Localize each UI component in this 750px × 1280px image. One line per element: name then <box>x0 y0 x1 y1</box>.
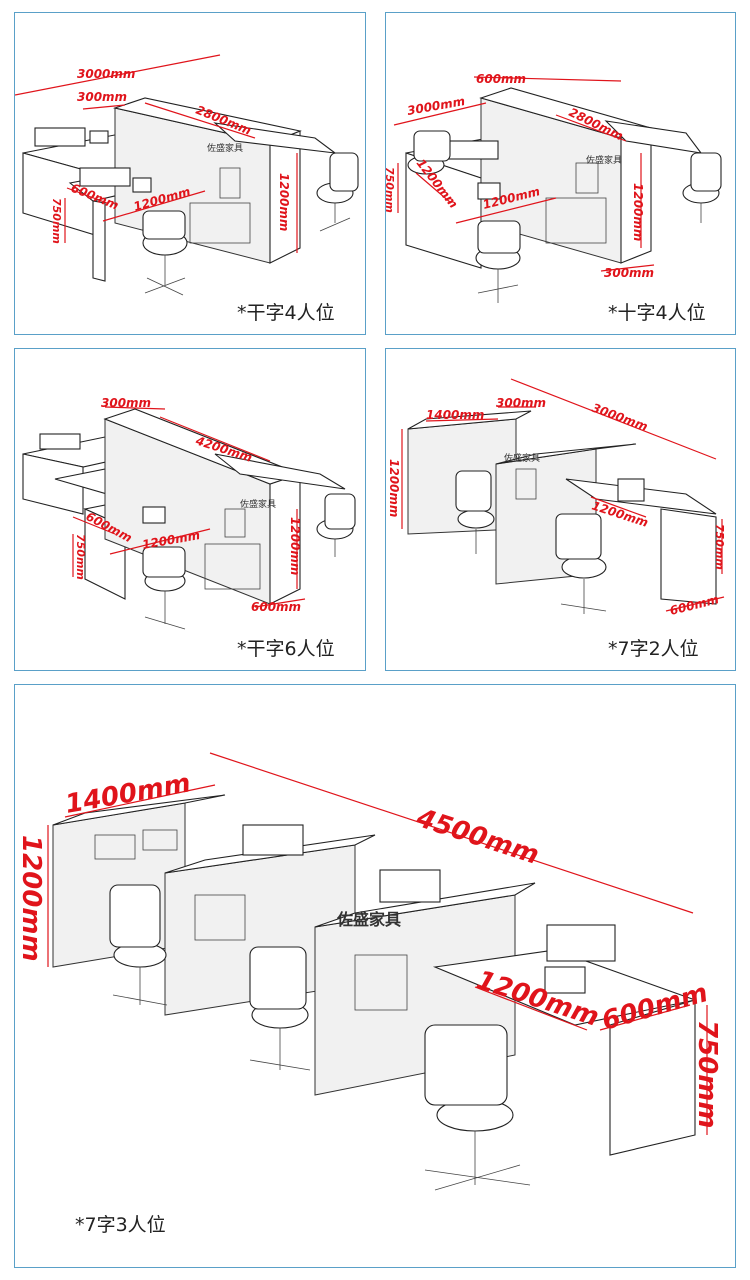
dim-desk-height: 750mm <box>692 1020 722 1128</box>
panel-caption: *干字4人位 <box>237 302 335 324</box>
dim-width: 3000mm <box>77 67 135 81</box>
chair-icon <box>142 210 188 296</box>
chair-icon <box>316 493 356 557</box>
chair-icon <box>475 220 521 303</box>
dim-height: 1200mm <box>288 517 302 575</box>
brand-label: 佐盛家具 <box>240 498 276 510</box>
chair-icon <box>555 513 607 614</box>
dim-height: 1200mm <box>387 459 401 517</box>
desk-sketch-2: 600mm 3000mm 2800mm 750mm 1200mm 1200mm … <box>386 72 722 303</box>
brand-label: 佐盛家具 <box>336 910 401 929</box>
dim-depth: 600mm <box>476 72 526 86</box>
chair-icon <box>142 546 186 630</box>
panel-caption: *7字3人位 <box>75 1214 166 1236</box>
product-panel-4: 1400mm 300mm 3000mm 1200mm 1200mm 750mm … <box>385 348 736 671</box>
product-panel-3: 300mm 4200mm 600mm 750mm 1200mm 1200mm 6… <box>14 348 366 671</box>
dim-height: 1200mm <box>16 835 46 962</box>
dim-desk-height: 750mm <box>50 198 63 244</box>
dim-length: 4500mm <box>412 803 543 871</box>
desk-sketch-3: 300mm 4200mm 600mm 750mm 1200mm 1200mm 6… <box>22 396 356 630</box>
desk-sketch-4: 1400mm 300mm 3000mm 1200mm 1200mm 750mm … <box>387 378 726 618</box>
dim-desk-height: 750mm <box>386 167 396 213</box>
dim-width: 1400mm <box>426 408 484 422</box>
dim-length: 3000mm <box>590 401 650 434</box>
dim-desk-height: 750mm <box>713 524 726 570</box>
dim-depth: 300mm <box>496 396 546 410</box>
product-panel-1: 3000mm 300mm 2800mm 1200mm 600mm 750mm 1… <box>14 12 366 335</box>
panel-caption: *7字2人位 <box>608 638 699 660</box>
dim-height: 1200mm <box>631 183 645 241</box>
brand-label: 佐盛家具 <box>504 452 540 464</box>
chair-icon <box>682 152 722 223</box>
dim-desk-height: 750mm <box>74 534 87 580</box>
chair-icon <box>249 946 311 1071</box>
chair-icon <box>455 470 495 554</box>
chair-icon <box>407 130 451 175</box>
dim-depth: 300mm <box>101 396 151 410</box>
dim-depth: 300mm <box>77 90 127 104</box>
product-panel-2: 600mm 3000mm 2800mm 750mm 1200mm 1200mm … <box>385 12 736 335</box>
panel-caption: *干字6人位 <box>237 638 335 660</box>
chair-icon <box>316 152 359 232</box>
dim-height: 1200mm <box>277 173 291 231</box>
desk-sketch-1: 3000mm 300mm 2800mm 1200mm 600mm 750mm 1… <box>15 54 359 296</box>
chair-icon <box>109 884 168 1006</box>
dim-cabinet-depth: 300mm <box>604 266 654 280</box>
desk-sketch-5: 1400mm 4500mm 1200mm 1200mm 600mm 750mm … <box>16 752 722 1191</box>
panel-caption: *十字4人位 <box>608 302 706 324</box>
brand-label: 佐盛家具 <box>207 142 243 154</box>
chair-icon <box>424 1024 531 1191</box>
dim-cabinet-depth: 600mm <box>251 600 301 614</box>
brand-label: 佐盛家具 <box>586 154 622 166</box>
product-panel-5: 1400mm 4500mm 1200mm 1200mm 600mm 750mm … <box>14 684 736 1268</box>
